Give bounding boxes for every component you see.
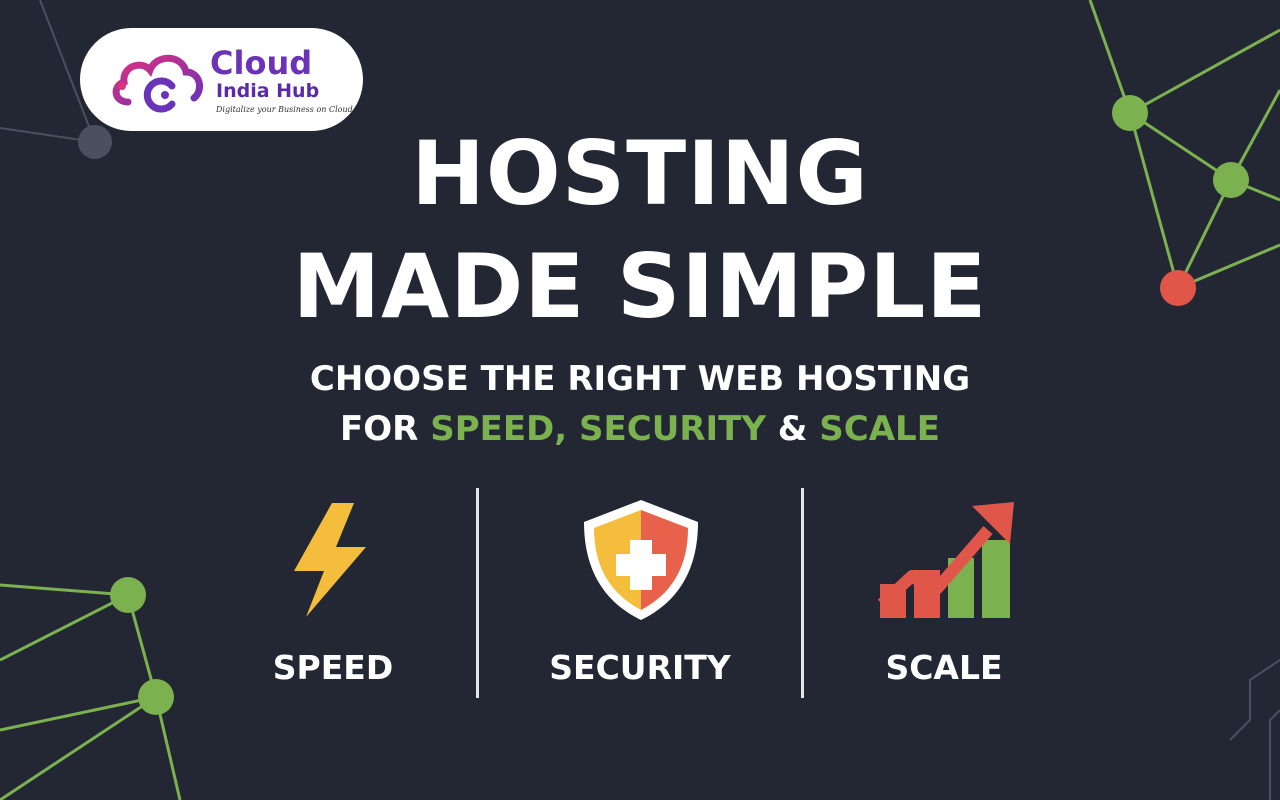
- brand-tagline: Digitalize your Business on Cloud: [216, 105, 353, 114]
- feature-speed-label: SPEED: [272, 648, 394, 687]
- brand-logo[interactable]: Cloud India Hub Digitalize your Business…: [80, 28, 363, 131]
- subheadline-line-2: FOR SPEED, SECURITY & SCALE: [0, 412, 1280, 446]
- lightning-icon: [294, 503, 366, 617]
- feature-divider: [801, 488, 804, 698]
- subheadline-line-1: CHOOSE THE RIGHT WEB HOSTING: [309, 359, 971, 399]
- subheadline-scale: SCALE: [819, 409, 940, 449]
- growth-chart-icon: [877, 502, 1014, 618]
- subheadline-speed: SPEED,: [430, 409, 580, 449]
- subheadline-amp: &: [765, 409, 820, 449]
- headline-line-1: HOSTING: [411, 122, 869, 225]
- shield-plus-icon: [584, 500, 698, 620]
- cloud-logo-icon: [112, 54, 204, 113]
- subheadline-prefix: FOR: [340, 409, 431, 449]
- feature-scale-label: SCALE: [885, 648, 1003, 687]
- subheadline-security: SECURITY: [579, 409, 766, 449]
- feature-divider: [476, 488, 479, 698]
- brand-name-cloud: Cloud: [210, 44, 313, 82]
- brand-name-india-hub: India Hub: [216, 80, 320, 102]
- feature-security-label: SECURITY: [549, 648, 731, 687]
- headline-line-2: MADE SIMPLE: [292, 235, 988, 338]
